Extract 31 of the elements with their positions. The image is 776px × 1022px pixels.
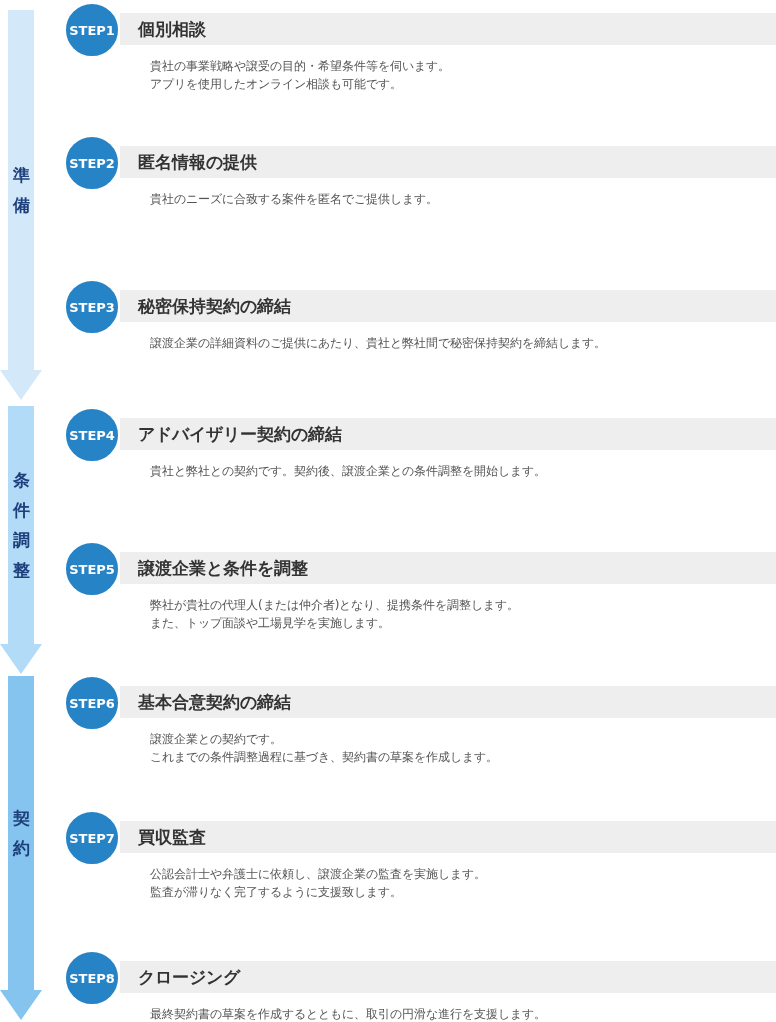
phase-label: 契約 [12,807,30,860]
step-title: 基本合意契約の締結 [138,691,291,714]
step-description: また、トップ面談や工場見学を実施します。 [150,615,390,632]
step-description: 貴社の事業戦略や譲受の目的・希望条件等を伺います。 [150,58,450,75]
step-description: 貴社と弊社との契約です。契約後、譲渡企業との条件調整を開始します。 [150,463,546,480]
phase-label: 条件調整 [12,469,30,582]
step-badge: STEP4 [64,407,120,463]
step-title: 匿名情報の提供 [138,151,257,174]
step-title: 個別相談 [138,18,206,41]
step-badge: STEP7 [64,810,120,866]
step-title: クロージング [138,966,240,989]
step-description: 最終契約書の草案を作成するとともに、取引の円滑な進行を支援します。 [150,1006,546,1022]
step-description: 譲渡企業との契約です。 [150,731,282,748]
phase-label: 準備 [12,164,30,217]
step-badge: STEP2 [64,135,120,191]
step-title: アドバイザリー契約の締結 [138,423,342,446]
step-badge: STEP5 [64,541,120,597]
step-title: 秘密保持契約の締結 [138,295,291,318]
step-description: アプリを使用したオンライン相談も可能です。 [150,76,402,93]
step-title: 譲渡企業と条件を調整 [138,557,308,580]
step-description: 譲渡企業の詳細資料のご提供にあたり、貴社と弊社間で秘密保持契約を締結します。 [150,335,606,352]
step-badge: STEP3 [64,279,120,335]
step-description: 弊社が貴社の代理人(または仲介者)となり、提携条件を調整します。 [150,597,520,614]
step-description: これまでの条件調整過程に基づき、契約書の草案を作成します。 [150,749,498,766]
step-description: 公認会計士や弁護士に依頼し、譲渡企業の監査を実施します。 [150,866,486,883]
step-description: 貴社のニーズに合致する案件を匿名でご提供します。 [150,191,438,208]
step-title: 買収監査 [138,826,206,849]
step-badge: STEP6 [64,675,120,731]
step-badge: STEP8 [64,950,120,1006]
step-badge: STEP1 [64,2,120,58]
step-description: 監査が滞りなく完了するように支援致します。 [150,884,402,901]
